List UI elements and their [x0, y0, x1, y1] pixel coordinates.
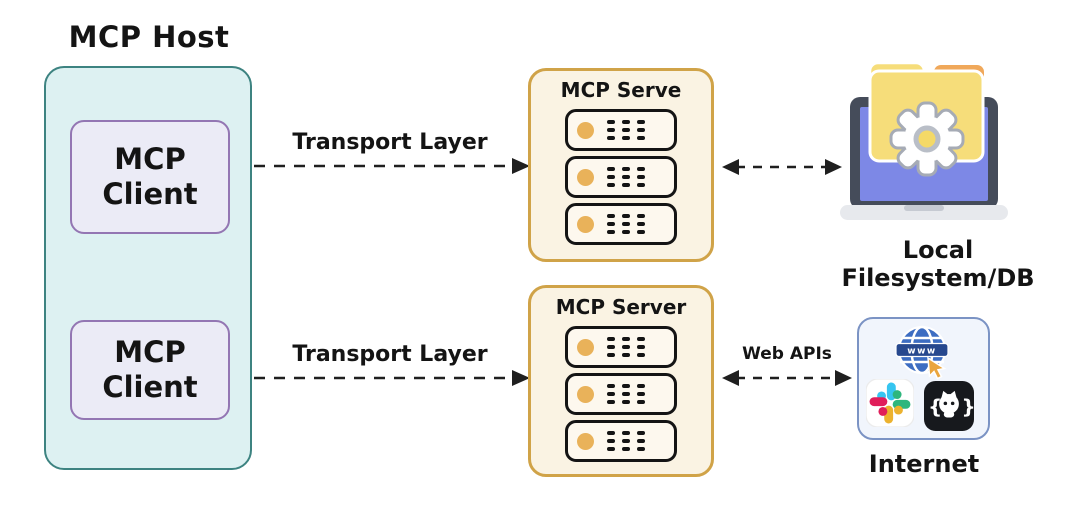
internet-box: www { [857, 317, 990, 440]
local-filesystem-icon [838, 53, 1010, 225]
server-led-icon [577, 385, 594, 403]
server-vents-icon [607, 214, 645, 234]
globe-www-icon: www [895, 325, 949, 380]
mcp-client-box-2: MCP Client [70, 320, 230, 420]
server-led-icon [577, 121, 594, 139]
transport-arrow-bottom-icon [254, 370, 530, 386]
gear-icon [889, 101, 965, 177]
internet-label: Internet [868, 450, 980, 478]
server-vents-icon [607, 120, 645, 140]
transport-layer-label-bottom: Transport Layer [292, 342, 488, 367]
server-rack-bottom [565, 326, 677, 462]
server-unit-icon [565, 373, 677, 415]
server-unit-icon [565, 420, 677, 462]
mcp-server-top-title: MCP Serve [560, 78, 682, 102]
octocat-icon [939, 390, 959, 418]
svg-text:{: { [928, 395, 942, 418]
svg-text:www: www [907, 347, 936, 357]
server-unit-icon [565, 156, 677, 198]
server-vents-icon [607, 337, 645, 357]
cursor-icon [927, 356, 947, 380]
server-unit-icon [565, 203, 677, 245]
server-led-icon [577, 215, 594, 233]
mcp-client-2-line2: Client [102, 370, 198, 404]
server-vents-icon [607, 431, 645, 451]
bidirectional-arrow-top-icon [722, 159, 842, 175]
mcp-host-box: MCP Client MCP Client [44, 66, 252, 470]
web-apis-label: Web APIs [742, 344, 832, 364]
mcp-client-1-line2: Client [102, 177, 198, 211]
transport-layer-label-top: Transport Layer [292, 130, 488, 155]
transport-arrow-top-icon [254, 158, 530, 174]
server-vents-icon [607, 167, 645, 187]
mcp-client-2-line1: MCP [114, 335, 186, 370]
local-filesystem-label: Local Filesystem/DB [841, 236, 1035, 292]
github-icon: { } [924, 381, 974, 431]
mcp-client-box-1: MCP Client [70, 120, 230, 234]
server-rack-top [565, 109, 677, 245]
mcp-client-1-line1: MCP [114, 142, 186, 177]
slack-icon [866, 379, 914, 427]
mcp-server-box-bottom: MCP Server [528, 285, 714, 477]
server-led-icon [577, 168, 594, 186]
server-unit-icon [565, 109, 677, 151]
mcp-server-bottom-title: MCP Server [555, 295, 687, 319]
server-led-icon [577, 338, 594, 356]
mcp-server-box-top: MCP Serve [528, 68, 714, 262]
mcp-host-title: MCP Host [68, 20, 230, 54]
svg-text:}: } [962, 395, 975, 418]
server-led-icon [577, 432, 594, 450]
server-unit-icon [565, 326, 677, 368]
bidirectional-arrow-bottom-icon [722, 370, 852, 386]
server-vents-icon [607, 384, 645, 404]
